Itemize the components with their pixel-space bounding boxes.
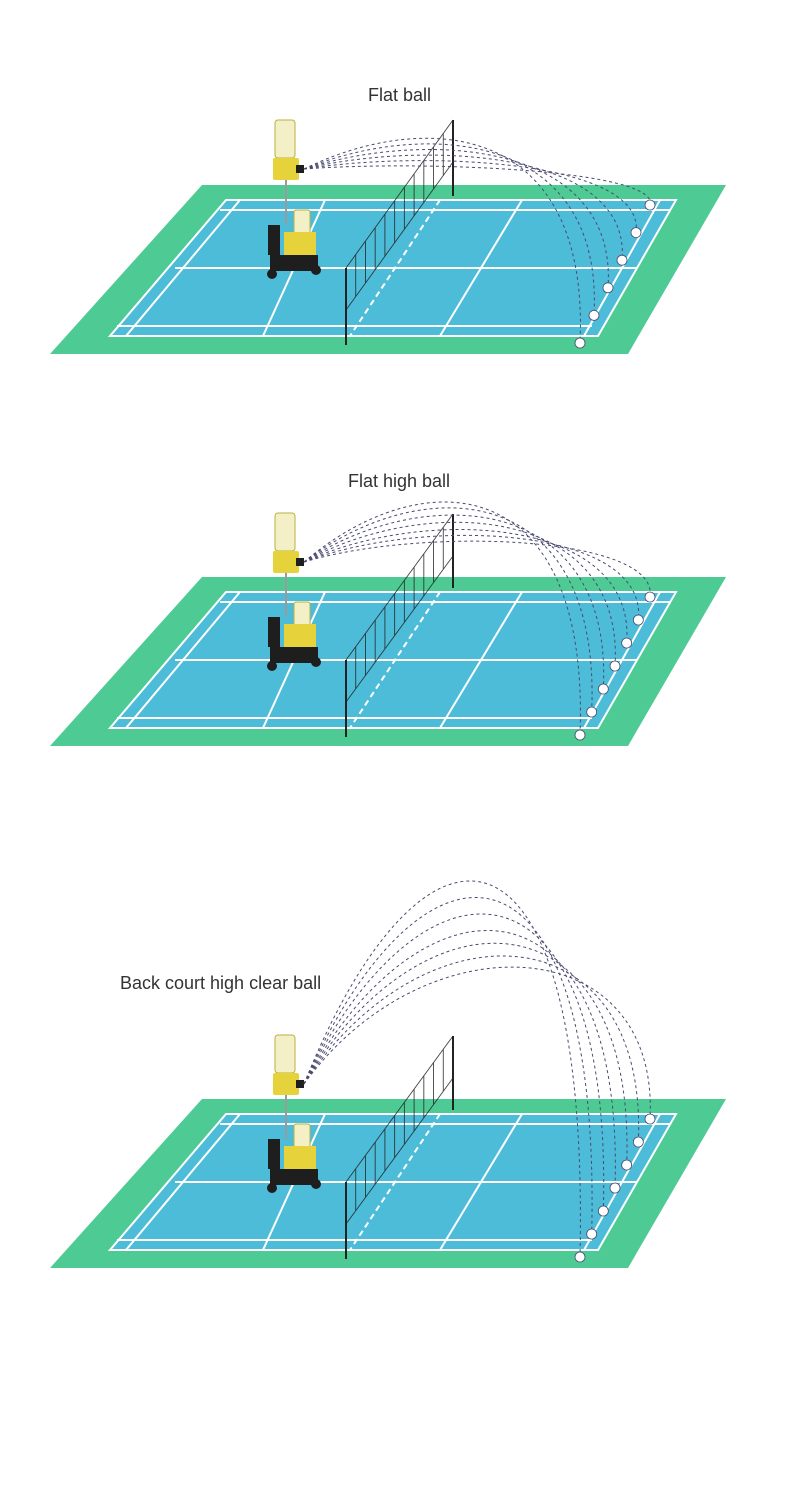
launcher-cart: [270, 647, 318, 663]
shuttle-tube: [274, 1034, 296, 1074]
court-back-service-line: [125, 591, 241, 729]
net-bottom-edge: [345, 161, 454, 311]
cart-wheel: [311, 265, 321, 275]
panel-title: Flat high ball: [348, 471, 451, 491]
shuttlecock-icon: [632, 614, 644, 626]
court-back-service-line: [125, 199, 241, 337]
shuttlecock-launcher-icon: [267, 1034, 321, 1193]
court-back-service-line: [125, 1113, 241, 1251]
cart-wheel: [267, 269, 277, 279]
launcher-frame: [268, 225, 280, 255]
trajectory-line: [303, 514, 605, 690]
court-boundary-line: [107, 199, 678, 337]
court-short-service-line: [439, 199, 523, 337]
trajectory-line: [303, 137, 581, 344]
shuttlecock-icon: [644, 199, 656, 211]
trajectory-line: [303, 507, 593, 713]
cart-wheel: [311, 1179, 321, 1189]
trajectory-line: [303, 955, 639, 1143]
shuttlecock-icon: [597, 683, 609, 695]
trajectory-line: [303, 149, 609, 288]
shuttlecock-icon: [616, 254, 628, 266]
shuttlecock-icon: [597, 1205, 609, 1217]
trajectory-line: [303, 930, 616, 1189]
cart-wheel: [311, 657, 321, 667]
launcher-head: [273, 158, 299, 180]
shuttlecock-launcher-icon: [267, 119, 321, 279]
court-short-service-line: [439, 591, 523, 729]
launcher-base-body: [284, 624, 316, 648]
shuttlecock-icon: [621, 637, 633, 649]
court-lines: [107, 591, 678, 729]
shuttlecock-icon: [632, 1136, 644, 1148]
trajectory-line: [303, 534, 639, 621]
launcher-frame: [268, 1139, 280, 1169]
shuttlecock-icon: [586, 706, 598, 718]
court-boundary-line: [107, 1113, 678, 1251]
badminton-net: [345, 119, 454, 311]
net-top-tape: [345, 1035, 454, 1183]
net-bottom-edge: [345, 1077, 454, 1225]
trajectory-line: [303, 966, 651, 1120]
net-top-tape: [345, 119, 454, 269]
shuttlecock-icon: [609, 1182, 621, 1194]
court-dashed-line: [349, 1113, 441, 1251]
launcher-head: [273, 1073, 299, 1095]
launcher-frame: [268, 617, 280, 647]
court-back-service-line: [583, 591, 661, 729]
panel-flat-ball: Flat ball: [0, 0, 787, 380]
trajectory-line: [303, 529, 628, 644]
trajectory-line: [303, 521, 616, 667]
net-top-tape: [345, 513, 454, 661]
trajectory-group: [303, 137, 651, 344]
panel-title: Flat ball: [368, 85, 432, 105]
shuttlecock-icon: [602, 282, 614, 294]
shuttlecock-icon: [644, 591, 656, 603]
shuttlecock-icon: [586, 1228, 598, 1240]
launcher-base-body: [284, 232, 316, 256]
court-scene: [50, 119, 726, 354]
shuttlecock-icon: [630, 227, 642, 239]
shuttlecock-icon: [574, 1251, 586, 1263]
launcher-base-body: [284, 1146, 316, 1170]
trajectory-line: [303, 501, 581, 736]
court-short-service-line: [439, 1113, 523, 1251]
launcher-nozzle: [296, 1080, 304, 1088]
trajectory-line: [303, 154, 623, 261]
court-boundary-line: [107, 591, 678, 729]
launcher-head: [273, 551, 299, 573]
launcher-cart: [270, 255, 318, 271]
trajectory-line: [303, 540, 651, 598]
badminton-net: [345, 513, 454, 703]
cart-wheel: [267, 661, 277, 671]
cart-wheel: [267, 1183, 277, 1193]
panel-title: Back court high clear ball: [120, 973, 322, 993]
shuttlecock-icon: [621, 1159, 633, 1171]
trajectory-line: [303, 880, 581, 1258]
trajectory-group: [303, 880, 651, 1258]
trajectory-line: [303, 913, 605, 1212]
shuttlecock-icon: [574, 729, 586, 741]
court-scene: [50, 501, 726, 746]
panel-back-court-high-clear-ball: Back court high clear ball: [50, 880, 726, 1268]
court-scene: [50, 880, 726, 1268]
shuttlecock-icon: [588, 309, 600, 321]
launcher-nozzle: [296, 165, 304, 173]
court-back-service-line: [583, 1113, 661, 1251]
net-bottom-edge: [345, 555, 454, 703]
shuttlecock-icon: [574, 337, 586, 349]
court-dashed-line: [349, 591, 441, 729]
trajectory-line: [303, 942, 628, 1166]
trajectory-line: [303, 897, 593, 1235]
badminton-net: [345, 1035, 454, 1225]
launcher-nozzle: [296, 558, 304, 566]
panel-flat-high-ball: Flat high ball: [50, 471, 726, 746]
shuttlecock-launcher-icon: [267, 512, 321, 671]
trajectory-line: [303, 143, 595, 316]
shuttlecock-icon: [644, 1113, 656, 1125]
launcher-cart: [270, 1169, 318, 1185]
shuttlecock-icon: [609, 660, 621, 672]
trajectory-group: [303, 501, 651, 736]
court-dashed-line: [349, 199, 441, 337]
